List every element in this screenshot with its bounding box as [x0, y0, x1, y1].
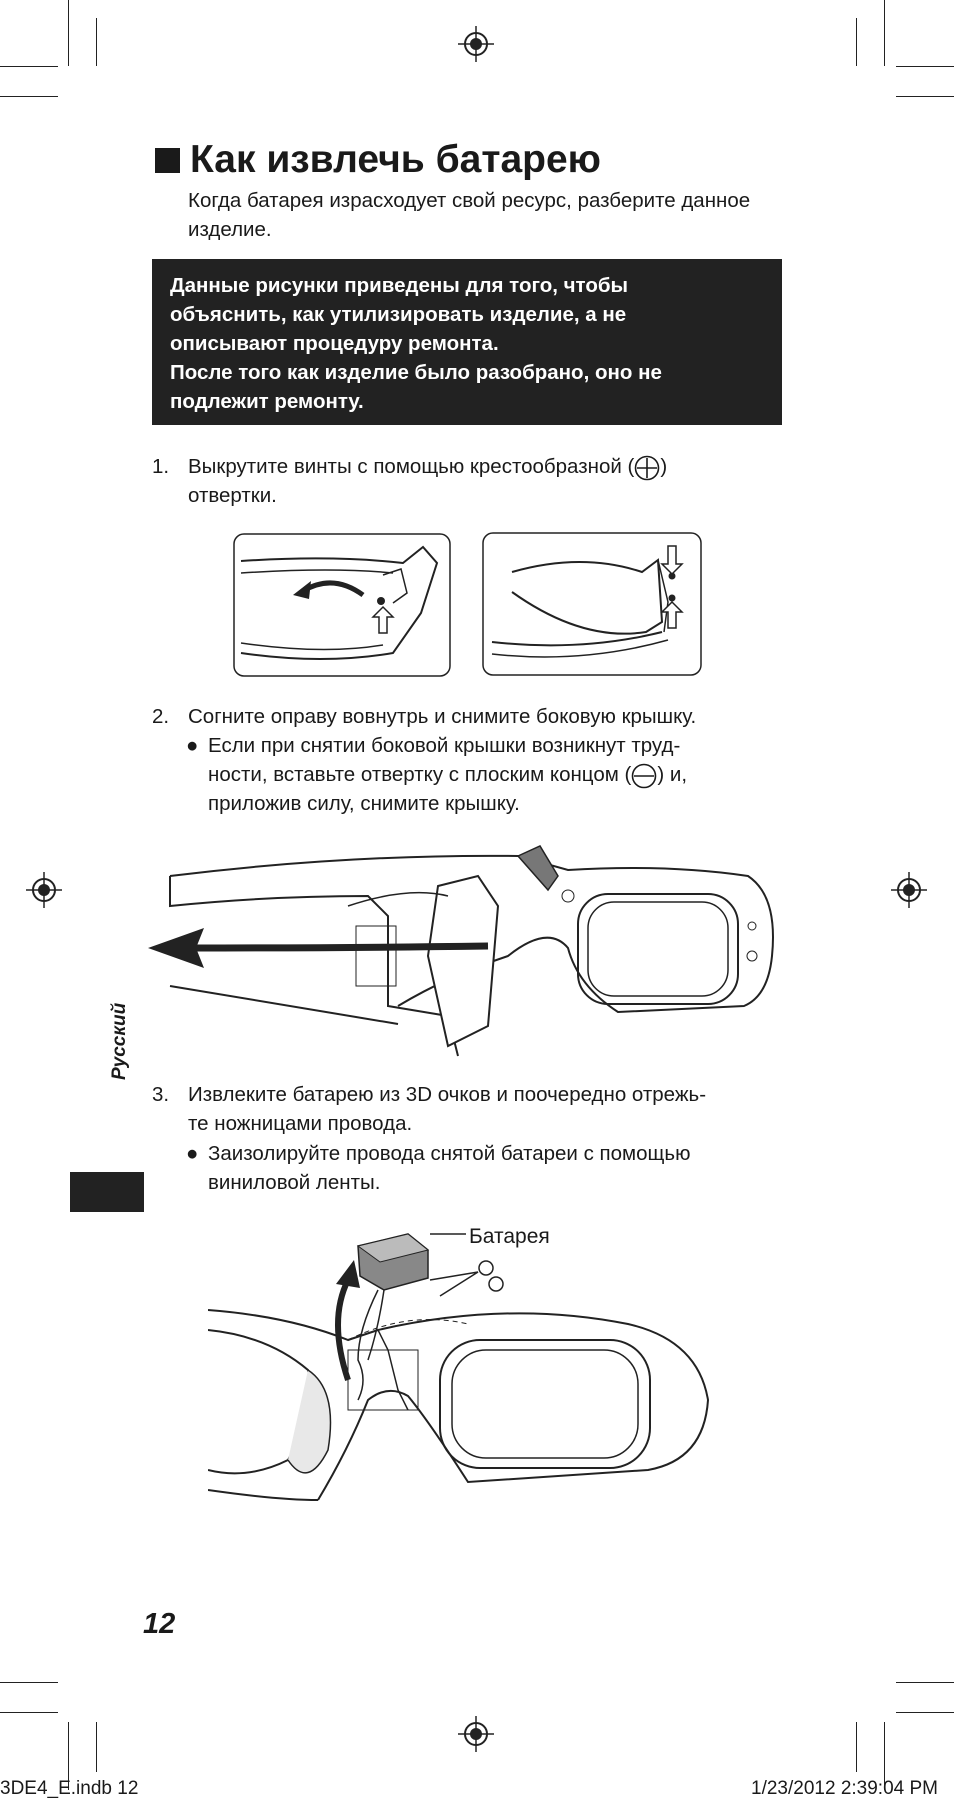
step-1: 1. Выкрутите винты с помощью крестообраз…: [152, 452, 792, 510]
notice-line: подлежит ремонту.: [170, 390, 364, 413]
registration-mark-icon: [458, 26, 494, 62]
crop-mark: [884, 0, 885, 66]
language-side-tab: [70, 1172, 144, 1212]
figure-side-cover-removal: [148, 845, 774, 1057]
registration-mark-icon: [891, 872, 927, 908]
step-text: Выкрутите винты с помощью крестообразной…: [188, 455, 635, 478]
crop-mark: [896, 1712, 954, 1713]
bullet-text: приложив силу, снимите крышку.: [208, 792, 520, 815]
crop-mark: [96, 1722, 97, 1772]
bullet-text: ) и,: [657, 763, 688, 786]
step-2-bullet: ● Если при снятии боковой крышки возникн…: [186, 731, 786, 818]
bullet-text: виниловой ленты.: [208, 1171, 381, 1194]
crop-mark: [896, 1682, 954, 1683]
figure-screw-removal-left: [233, 533, 451, 677]
battery-label: Батарея: [469, 1225, 550, 1248]
crop-mark: [0, 96, 58, 97]
bullet-icon: ●: [186, 734, 199, 757]
step-3-bullet: ● Заизолируйте провода снятой батареи с …: [186, 1139, 786, 1197]
crop-mark: [0, 1682, 58, 1683]
step-number: 3.: [152, 1083, 170, 1106]
notice-line: После того как изделие было разобрано, о…: [170, 361, 662, 384]
notice-line: Данные рисунки приведены для того, чтобы: [170, 274, 629, 297]
crop-mark: [96, 18, 97, 66]
step-number: 1.: [152, 455, 170, 478]
registration-mark-icon: [458, 1716, 494, 1752]
notice-line: объяснить, как утилизировать изделие, а …: [170, 303, 627, 326]
page-title-text: Как извлечь батарею: [190, 138, 601, 181]
crop-mark: [856, 1722, 857, 1772]
step-number: 2.: [152, 705, 170, 728]
figure-battery-removal: [208, 1233, 710, 1501]
registration-mark-icon: [26, 872, 62, 908]
bullet-icon: ●: [186, 1142, 199, 1165]
crop-mark: [0, 66, 58, 67]
page-number: 12: [143, 1608, 176, 1640]
crop-mark: [896, 66, 954, 67]
figure-screw-removal-right: [482, 532, 702, 676]
slug-right: 1/23/2012 2:39:04 PM: [751, 1778, 938, 1799]
phillips-screwdriver-icon: [635, 455, 660, 480]
step-text: отвертки.: [188, 484, 277, 507]
page-title: Как извлечь батарею: [155, 138, 601, 182]
step-3: 3. Извлеките батарею из 3D очков и пооче…: [152, 1080, 792, 1138]
notice-line: описывают процедуру ремонта.: [170, 332, 499, 355]
intro-paragraph: Когда батарея израсходует свой ресурс, р…: [188, 189, 751, 241]
step-2: 2. Согните оправу вовнутрь и снимите бок…: [152, 702, 792, 731]
bullet-text: Заизолируйте провода снятой батареи с по…: [208, 1142, 691, 1165]
bullet-text: ности, вставьте отвертку с плоским концо…: [208, 763, 632, 786]
step-text: Согните оправу вовнутрь и снимите бокову…: [188, 705, 697, 728]
crop-mark: [884, 1722, 885, 1790]
black-square-icon: [155, 147, 180, 173]
language-side-label: Русский: [109, 1002, 130, 1080]
flathead-screwdriver-icon: [632, 763, 657, 788]
crop-mark: [68, 0, 69, 66]
step-text: ): [660, 455, 668, 478]
crop-mark: [896, 96, 954, 97]
crop-mark: [68, 1722, 69, 1790]
slug-left: 3DE4_E.indb 12: [0, 1778, 139, 1799]
step-text: те ножницами провода.: [188, 1112, 413, 1135]
notice-box: Данные рисунки приведены для того, чтобы…: [152, 259, 782, 425]
crop-mark: [856, 18, 857, 66]
step-text: Извлеките батарею из 3D очков и поочеред…: [188, 1083, 707, 1106]
bullet-text: Если при снятии боковой крышки возникнут…: [208, 734, 681, 757]
crop-mark: [0, 1712, 58, 1713]
